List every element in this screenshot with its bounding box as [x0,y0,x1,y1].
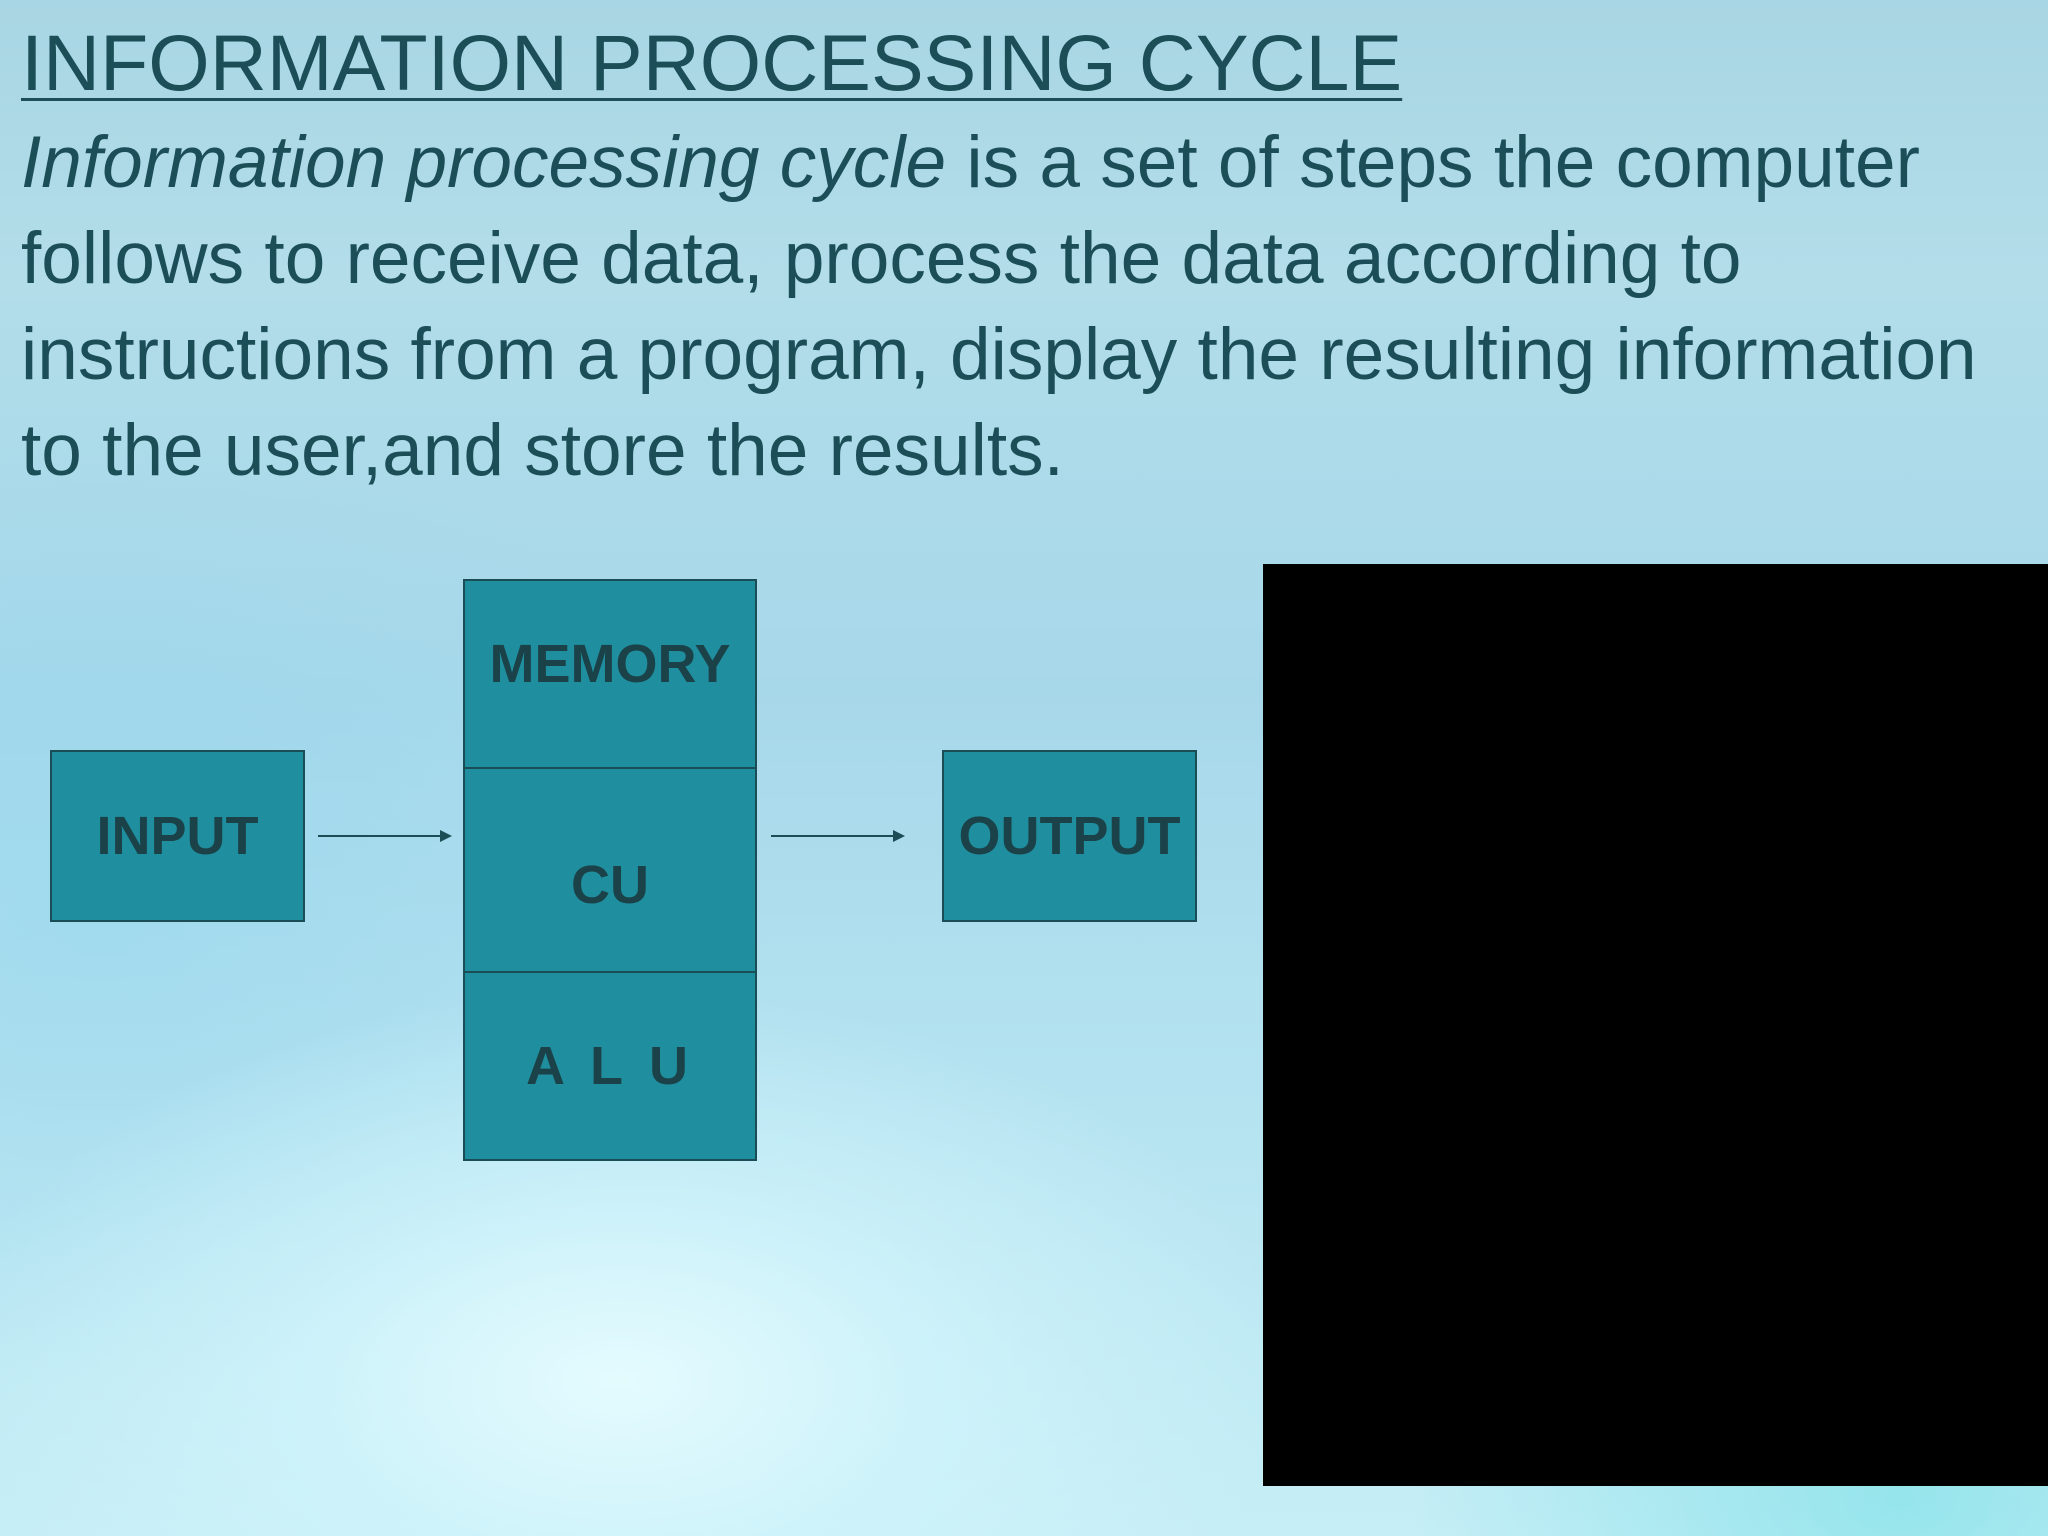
input-label: INPUT [96,806,259,866]
output-label: OUTPUT [958,806,1181,866]
alu-cell: A L U [465,973,755,1159]
cpu-stack: MEMORY CU A L U [463,579,757,1161]
cpu-to-output-arrow [771,830,905,842]
alu-label: A L U [525,1036,694,1096]
memory-cell: MEMORY [465,581,755,769]
slide-title: INFORMATION PROCESSING CYCLE [21,18,1403,107]
control-unit-cell: CU [465,769,755,973]
definition-paragraph: Information processing cycle is a set of… [21,115,2011,499]
input-to-cpu-arrow [318,830,452,842]
output-box: OUTPUT [942,750,1197,922]
arrow-head [893,830,905,842]
definition-term: Information processing cycle [21,122,947,203]
cu-label: CU [571,855,649,915]
definition-text: is a set of steps the computer follows t… [21,122,1977,491]
arrow-head [440,830,452,842]
black-media-block [1263,564,2048,1486]
memory-label: MEMORY [489,634,731,694]
input-box: INPUT [50,750,305,922]
